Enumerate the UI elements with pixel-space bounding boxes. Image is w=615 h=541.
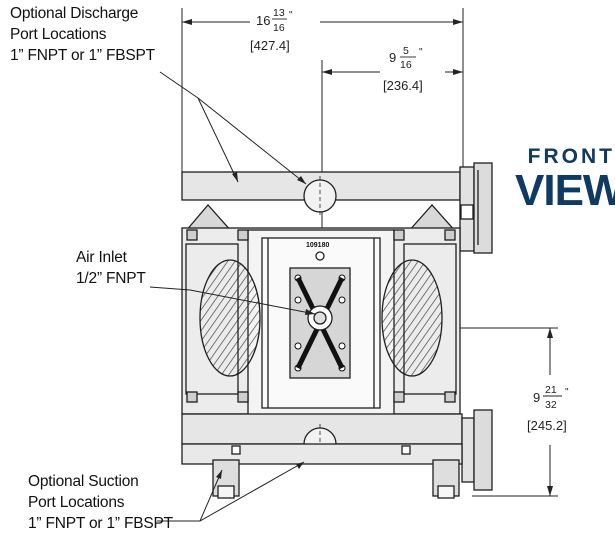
front-view-title-line2: VIEW bbox=[515, 166, 615, 215]
suction-port-callout: Optional Suction Port Locations 1” FNPT … bbox=[28, 471, 173, 534]
dimension-arrowheads bbox=[182, 19, 553, 496]
dim-height-den: 32 bbox=[545, 399, 557, 411]
label-plate: 109180 bbox=[306, 242, 329, 249]
right-diaphragm-chamber bbox=[381, 259, 443, 377]
suction-flange bbox=[461, 417, 475, 483]
dim-overall-width: 16 13 16 " [427.4] bbox=[250, 7, 293, 53]
left-foot bbox=[212, 459, 240, 497]
dim-height: 9 21 32 " [245.2] bbox=[527, 384, 569, 433]
suction-callout-line1: Optional Suction bbox=[28, 473, 139, 490]
leader-arrowheads bbox=[216, 172, 315, 479]
dim-overall-den: 16 bbox=[273, 22, 285, 34]
dim-center-den: 16 bbox=[400, 59, 412, 71]
dim-overall-whole: 16 bbox=[256, 13, 270, 28]
air-inlet-callout-line1: Air Inlet bbox=[76, 249, 127, 266]
front-view-title-line1: FRONT bbox=[527, 145, 615, 168]
pump-body: 109180 bbox=[181, 162, 493, 499]
suction-flange-face bbox=[473, 409, 493, 491]
discharge-callout-line3: 1” FNPT or 1” FBSPT bbox=[10, 47, 155, 64]
discharge-port-callout: Optional Discharge Port Locations 1” FNP… bbox=[10, 3, 155, 66]
left-diaphragm-chamber bbox=[199, 259, 261, 377]
dim-center-whole: 9 bbox=[389, 50, 396, 65]
dim-height-metric: [245.2] bbox=[527, 418, 567, 433]
dim-height-whole: 9 bbox=[533, 390, 540, 405]
dim-center-inch: " bbox=[419, 47, 423, 58]
discharge-flange-face bbox=[473, 162, 493, 254]
dim-height-num: 21 bbox=[545, 384, 557, 396]
dim-overall-metric: [427.4] bbox=[250, 38, 290, 53]
dim-center-to-side: 9 5 16 " [236.4] bbox=[383, 45, 423, 93]
discharge-callout-line1: Optional Discharge bbox=[10, 5, 139, 22]
front-view-title: FRONT VIEW bbox=[515, 145, 615, 213]
air-inlet-callout-line2: 1/2” FNPT bbox=[76, 270, 146, 287]
leader-lines bbox=[149, 71, 316, 522]
dim-overall-inch: " bbox=[289, 10, 293, 21]
discharge-callout-line2: Port Locations bbox=[10, 26, 107, 43]
dim-center-metric: [236.4] bbox=[383, 78, 423, 93]
suction-callout-line3: 1” FNPT or 1” FBSPT bbox=[28, 515, 173, 532]
dim-center-num: 5 bbox=[403, 45, 409, 57]
dim-height-inch: " bbox=[565, 387, 569, 398]
air-inlet-callout: Air Inlet 1/2” FNPT bbox=[76, 247, 146, 289]
dim-overall-num: 13 bbox=[273, 7, 285, 19]
suction-callout-line2: Port Locations bbox=[28, 494, 125, 511]
